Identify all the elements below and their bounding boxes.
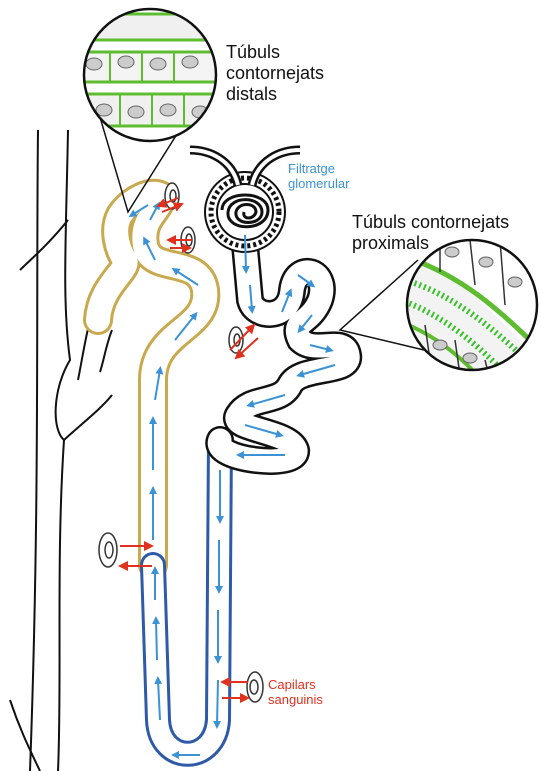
label-line: proximals: [352, 233, 509, 254]
label-glomerular-filtrate: Filtratge glomerular: [288, 161, 349, 192]
label-line: Filtratge: [288, 161, 349, 176]
label-line: contornejats: [226, 63, 324, 84]
label-line: sanguinis: [268, 692, 323, 707]
label-distal-tubule: Túbuls contornejats distals: [226, 42, 324, 106]
proximal-magnifier: [340, 235, 541, 400]
label-line: glomerular: [288, 176, 349, 191]
label-proximal-tubule: Túbuls contornejats proximals: [352, 212, 509, 254]
label-line: distals: [226, 84, 324, 105]
collecting-duct: [10, 130, 112, 771]
label-line: Capilars: [268, 677, 323, 692]
label-blood-capillaries: Capilars sanguinis: [268, 677, 323, 708]
label-line: Túbuls contornejats: [352, 212, 509, 233]
label-line: Túbuls: [226, 42, 324, 63]
